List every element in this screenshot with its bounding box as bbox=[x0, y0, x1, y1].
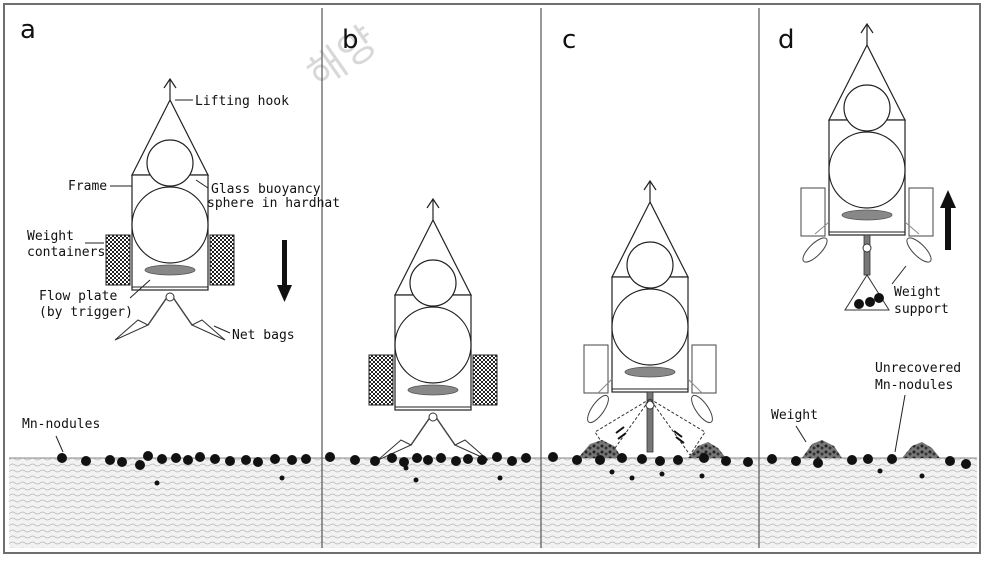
weight-pile-d-right bbox=[902, 442, 940, 458]
descend-arrow-icon bbox=[277, 240, 292, 302]
mn-nodule bbox=[847, 455, 857, 465]
mn-nodule bbox=[403, 465, 409, 471]
mn-nodule bbox=[477, 455, 487, 465]
mn-nodule bbox=[877, 468, 883, 474]
label-glass-sphere-2: sphere in hardhat bbox=[207, 196, 340, 211]
mn-nodule bbox=[673, 455, 683, 465]
mn-nodule bbox=[399, 457, 409, 467]
mn-nodule bbox=[507, 456, 517, 466]
mn-nodule bbox=[521, 453, 531, 463]
mn-nodule bbox=[919, 473, 925, 479]
panel-letter-b: b bbox=[342, 25, 359, 55]
mn-nodule bbox=[195, 452, 205, 462]
mn-nodule bbox=[183, 455, 193, 465]
mn-nodule bbox=[887, 454, 897, 464]
mn-nodule bbox=[105, 455, 115, 465]
sampler-releasing bbox=[583, 180, 717, 456]
mn-nodule bbox=[451, 456, 461, 466]
label-glass-sphere-1: Glass buoyancy bbox=[211, 182, 321, 197]
mn-nodule bbox=[497, 475, 503, 481]
weight-pile-left bbox=[578, 440, 622, 458]
panel-letter-d: d bbox=[778, 25, 795, 55]
label-weight-containers-1: Weight bbox=[27, 229, 74, 244]
panel-letter-c: c bbox=[562, 25, 576, 55]
mn-nodule bbox=[154, 480, 160, 486]
mn-nodule bbox=[423, 455, 433, 465]
sampler-ascending bbox=[800, 23, 934, 311]
mn-nodule bbox=[492, 452, 502, 462]
mn-nodule bbox=[721, 456, 731, 466]
mn-nodules-group bbox=[57, 451, 971, 486]
mn-nodule bbox=[699, 453, 709, 463]
mn-nodule bbox=[270, 454, 280, 464]
mn-nodule bbox=[225, 456, 235, 466]
mn-nodule bbox=[629, 475, 635, 481]
panel-c bbox=[578, 180, 726, 458]
mn-nodule bbox=[325, 452, 335, 462]
label-frame: Frame bbox=[68, 179, 107, 194]
mn-nodule bbox=[791, 456, 801, 466]
mn-nodule bbox=[961, 459, 971, 469]
panel-d: Weight support Weight Unrecovered Mn-nod… bbox=[771, 23, 961, 458]
mn-nodule bbox=[301, 454, 311, 464]
panel-a: Lifting hook Frame Glass buoyancy sphere… bbox=[22, 78, 340, 453]
weight-pile-d-left bbox=[802, 440, 842, 458]
label-unrecovered-1: Unrecovered bbox=[875, 361, 961, 376]
mn-nodule bbox=[253, 457, 263, 467]
mn-nodule bbox=[659, 471, 665, 477]
mn-nodule bbox=[609, 469, 615, 475]
weight-pile-right bbox=[688, 442, 726, 458]
mn-nodule bbox=[863, 454, 873, 464]
mn-nodule bbox=[548, 452, 558, 462]
mn-nodule bbox=[463, 454, 473, 464]
mn-nodule bbox=[413, 477, 419, 483]
mn-nodule bbox=[743, 457, 753, 467]
ascend-arrow-icon bbox=[940, 190, 956, 250]
mn-nodule bbox=[279, 475, 285, 481]
label-weight-support-2: support bbox=[894, 302, 949, 317]
label-unrecovered-2: Mn-nodules bbox=[875, 378, 953, 393]
mn-nodule bbox=[57, 453, 67, 463]
label-net-bags: Net bags bbox=[232, 328, 295, 343]
label-flow-plate-2: (by trigger) bbox=[39, 305, 133, 320]
label-weight-support-1: Weight bbox=[894, 285, 941, 300]
mn-nodule bbox=[241, 455, 251, 465]
mn-nodule bbox=[81, 456, 91, 466]
mn-nodule bbox=[210, 454, 220, 464]
mn-nodule bbox=[412, 453, 422, 463]
mn-nodule bbox=[637, 454, 647, 464]
mn-nodule bbox=[813, 458, 823, 468]
mn-nodule bbox=[945, 456, 955, 466]
mn-nodule bbox=[595, 455, 605, 465]
mn-nodule bbox=[350, 455, 360, 465]
mn-nodule bbox=[699, 473, 705, 479]
mn-nodule bbox=[655, 456, 665, 466]
mn-nodule bbox=[387, 453, 397, 463]
mn-nodule bbox=[157, 454, 167, 464]
label-mn-nodules: Mn-nodules bbox=[22, 417, 100, 432]
mn-nodule bbox=[171, 453, 181, 463]
seabed bbox=[9, 458, 977, 548]
label-weight: Weight bbox=[771, 408, 818, 423]
panel-letter-a: a bbox=[20, 15, 36, 45]
mn-nodule bbox=[117, 457, 127, 467]
mn-nodule bbox=[436, 453, 446, 463]
mn-nodule bbox=[767, 454, 777, 464]
mn-nodule bbox=[143, 451, 153, 461]
mn-nodule bbox=[287, 455, 297, 465]
label-weight-containers-2: containers bbox=[27, 245, 105, 260]
mn-nodule bbox=[617, 453, 627, 463]
mn-nodule bbox=[135, 460, 145, 470]
mn-nodule bbox=[370, 456, 380, 466]
mn-nodule bbox=[572, 455, 582, 465]
label-lifting-hook: Lifting hook bbox=[195, 94, 289, 109]
label-flow-plate-1: Flow plate bbox=[39, 289, 117, 304]
